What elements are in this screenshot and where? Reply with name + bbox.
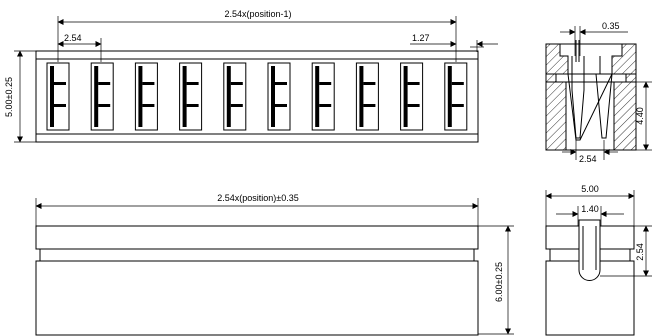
top-body-outline xyxy=(35,50,479,143)
dim-front-total: 2.54x(position)±0.35 xyxy=(35,193,479,226)
pin xyxy=(267,62,291,131)
dim-label-end-inner: 1.40 xyxy=(581,204,599,214)
dim-front-height: 6.00±0.25 xyxy=(478,225,514,335)
dim-side-pitch: 2.54 xyxy=(562,140,618,164)
end-view: 5.00 1.40 2.54 xyxy=(545,184,652,336)
front-mid-band xyxy=(39,248,475,262)
top-view: 2.54x(position-1) 2.54 1.27 5.00±0.25 xyxy=(4,9,498,143)
pin xyxy=(179,62,203,131)
dim-label-side-height: 4.40 xyxy=(635,107,645,125)
dim-half-pitch: 1.27 xyxy=(410,33,498,52)
dim-total-pins: 2.54x(position-1) xyxy=(57,9,457,62)
pin xyxy=(90,62,114,131)
dim-label-side-pitch: 2.54 xyxy=(579,154,597,164)
dim-label-end-pitch: 2.54 xyxy=(635,243,645,261)
side-housing-left xyxy=(545,43,569,151)
pin xyxy=(311,62,335,131)
dim-pitch: 2.54 xyxy=(57,33,102,62)
pin xyxy=(134,62,158,131)
dim-end-inner: 1.40 xyxy=(556,204,624,226)
dim-end-width: 5.00 xyxy=(545,184,635,226)
dim-side-height: 4.40 xyxy=(635,81,652,151)
pin-row xyxy=(46,62,468,131)
dim-label-total-pins: 2.54x(position-1) xyxy=(224,9,291,19)
dim-label-pitch: 2.54 xyxy=(64,33,82,43)
dim-top-height: 5.00±0.25 xyxy=(4,50,36,143)
dim-label-top-height: 5.00±0.25 xyxy=(4,77,14,117)
pin xyxy=(355,62,379,131)
dim-label-half-pitch: 1.27 xyxy=(412,33,430,43)
front-top-rail xyxy=(35,225,479,250)
end-pin-profile xyxy=(578,219,601,281)
pin xyxy=(400,62,424,131)
dim-end-pitch: 2.54 xyxy=(600,225,652,277)
side-housing-right xyxy=(611,43,637,151)
dim-label-front-height: 6.00±0.25 xyxy=(494,262,504,302)
front-view: 2.54x(position)±0.35 6.00±0.25 xyxy=(35,193,514,336)
pin xyxy=(46,62,70,131)
dim-label-side-width: 0.35 xyxy=(602,21,620,31)
front-body xyxy=(35,260,479,336)
dim-label-end-width: 5.00 xyxy=(581,184,599,194)
dim-side-width: 0.35 xyxy=(560,21,628,56)
pin xyxy=(444,62,468,131)
pin xyxy=(223,62,247,131)
dim-label-front-total: 2.54x(position)±0.35 xyxy=(217,193,299,203)
side-section-view: 0.35 4.40 2.54 xyxy=(545,21,652,164)
